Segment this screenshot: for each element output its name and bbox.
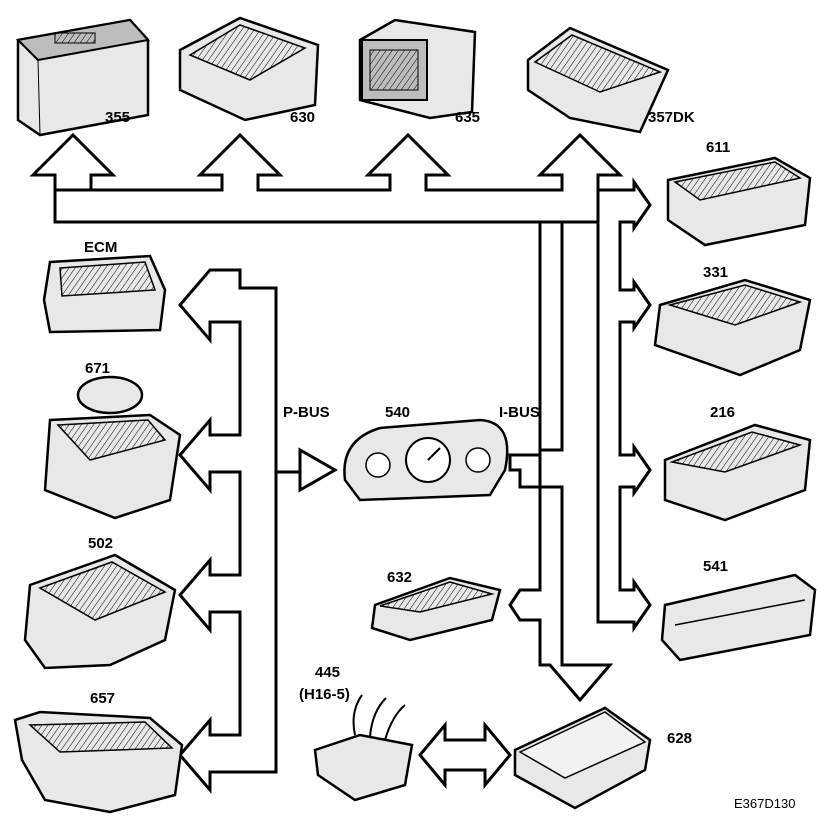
module-541-drawing — [660, 573, 817, 662]
module-331-drawing — [653, 278, 812, 377]
module-540-cluster — [343, 418, 509, 502]
label-632: 632 — [387, 569, 412, 586]
figure-reference-code: E367D130 — [734, 796, 795, 811]
module-355-drawing — [15, 18, 150, 137]
label-216: 216 — [710, 404, 735, 421]
module-611-drawing — [666, 156, 812, 247]
module-216-drawing — [663, 423, 812, 522]
label-p-bus: P-BUS — [283, 404, 330, 421]
i-bus-top-branch — [29, 132, 624, 224]
double-arrow-445-628 — [418, 720, 512, 790]
label-445: 445 — [315, 664, 340, 681]
i-bus-right-trunk — [596, 177, 652, 633]
label-357dk: 357DK — [648, 109, 695, 126]
p-bus-trunk — [178, 268, 339, 795]
label-657: 657 — [90, 690, 115, 707]
label-671: 671 — [85, 360, 110, 377]
label-i-bus: I-BUS — [499, 404, 540, 421]
label-ecm: ECM — [84, 239, 117, 256]
module-ecm-drawing — [42, 254, 167, 334]
i-bus-lower-line — [508, 485, 614, 703]
label-635: 635 — [455, 109, 480, 126]
module-357dk-drawing — [526, 26, 670, 134]
label-628: 628 — [667, 730, 692, 747]
label-331: 331 — [703, 264, 728, 281]
label-502: 502 — [88, 535, 113, 552]
label-355: 355 — [105, 109, 130, 126]
module-445-connector — [313, 694, 414, 802]
module-502-drawing — [23, 553, 177, 670]
label-630: 630 — [290, 109, 315, 126]
i-bus-inner-line — [55, 220, 564, 489]
module-628-drawing — [513, 706, 652, 810]
module-671-drawing — [43, 375, 182, 520]
module-632-drawing — [370, 576, 502, 642]
label-540: 540 — [385, 404, 410, 421]
label-611: 611 — [706, 139, 730, 156]
label-541: 541 — [703, 558, 728, 575]
label-445-sub: (H16-5) — [299, 686, 350, 703]
module-635-drawing — [358, 18, 477, 120]
module-630-drawing — [178, 16, 320, 122]
module-657-drawing — [13, 710, 184, 814]
